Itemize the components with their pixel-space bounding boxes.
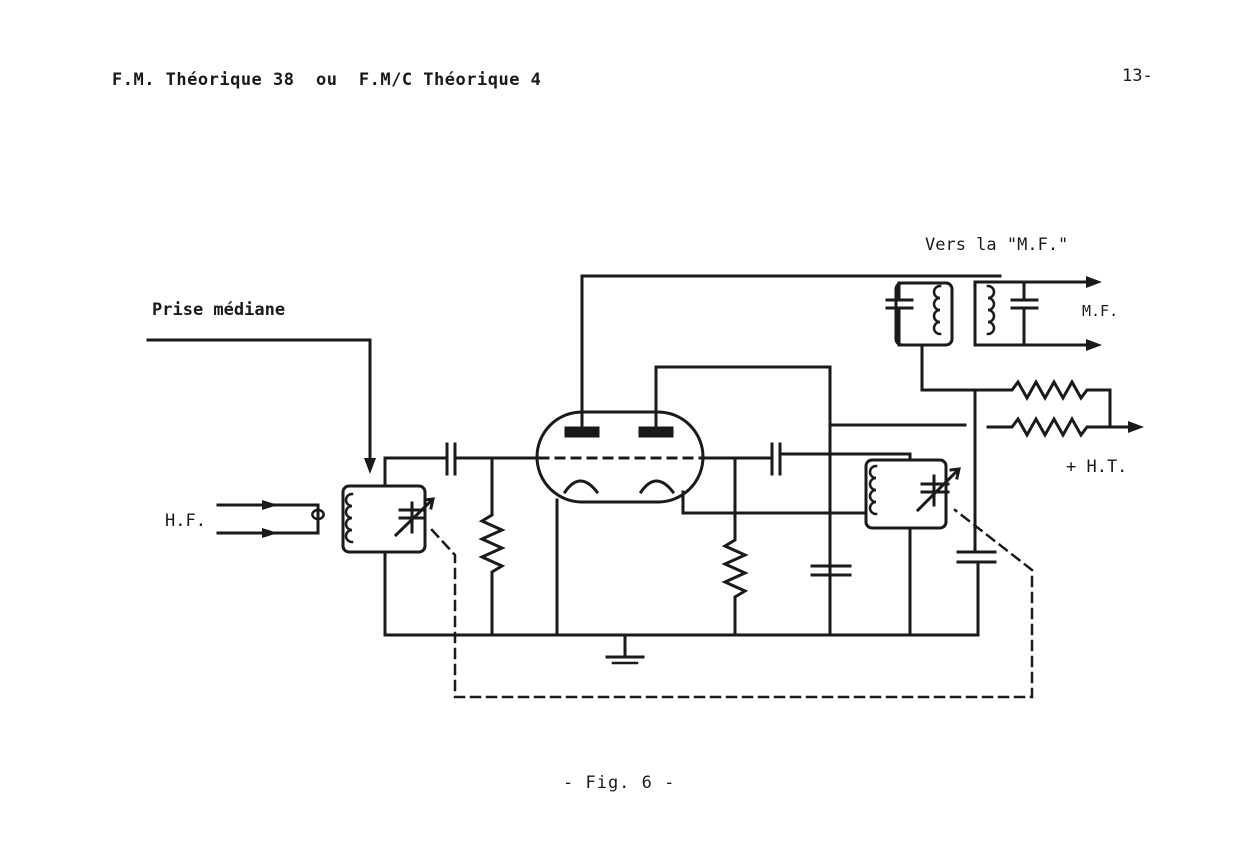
plate-lead-left — [580, 274, 1002, 430]
plate-lead-right — [654, 365, 832, 637]
figure-caption: - Fig. 6 - — [563, 773, 676, 793]
ht-supply-resistors — [828, 343, 1144, 637]
label-hf-input: H.F. — [165, 511, 206, 531]
input-tuned-circuit — [341, 484, 435, 554]
page-header-title: F.M. Théorique 38 ou F.M/C Théorique 4 — [112, 70, 542, 90]
page-number: 13- — [1122, 66, 1153, 86]
cathode-resistor — [721, 456, 749, 637]
label-mf-output: M.F. — [1082, 302, 1118, 320]
prise-mediane-lead — [146, 338, 376, 474]
hf-coupling-coil — [268, 503, 325, 535]
vacuum-tube — [535, 410, 705, 504]
decoupling-capacitor — [810, 564, 852, 577]
label-plus-ht: + H.T. — [1066, 457, 1127, 477]
grid-resistor — [478, 456, 506, 637]
ganged-tuning-link — [430, 508, 1034, 699]
grid-coupling-capacitor — [383, 442, 540, 488]
mf-transformer — [885, 276, 1102, 351]
oscillator-tuned-circuit — [681, 458, 961, 637]
label-prise-mediane: Prise médiane — [152, 300, 285, 320]
ground-bus — [383, 498, 980, 665]
label-vers-la-mf: Vers la "M.F." — [925, 235, 1068, 255]
